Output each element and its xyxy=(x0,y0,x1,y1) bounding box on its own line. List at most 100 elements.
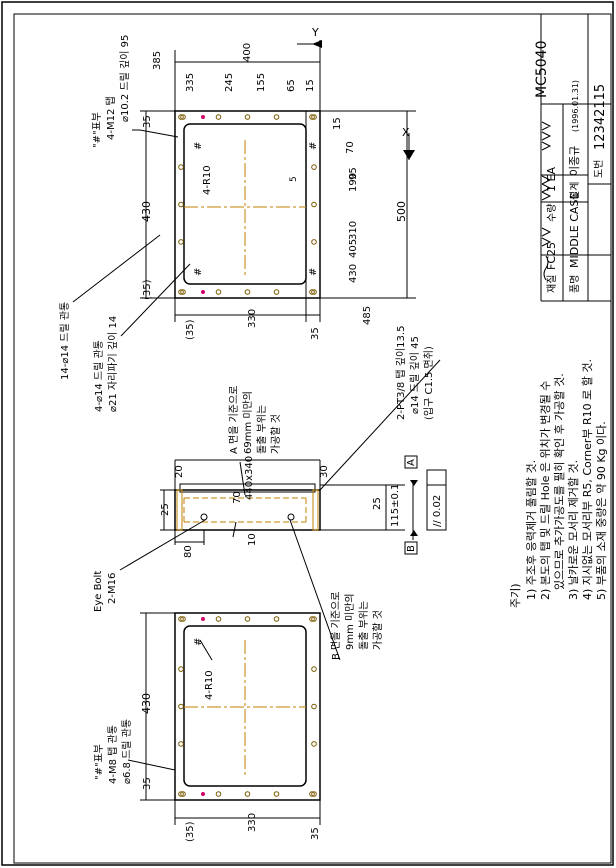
y-axis-arrow xyxy=(312,40,322,48)
dim-65: 65 xyxy=(286,79,297,92)
face-b-4: 가공할 것 xyxy=(372,610,384,650)
hole-icon xyxy=(311,791,317,797)
pt-tap-2: ⌀14 드릴 깊이 45 xyxy=(408,336,421,414)
note-4: 4) 지시없는 모서리부 R5, Corner부 R10 로 할 것. xyxy=(581,359,594,600)
bottom-dim-35: 35 xyxy=(142,777,153,790)
axis-x-label: X xyxy=(402,126,410,139)
bottom-dim-35c: 35 xyxy=(310,827,321,840)
top-view: Y X 400 385 335 245 155 65 15 500 15 70 … xyxy=(58,26,416,412)
note-2: 2) 본도의 탭 및 드릴 Hole 은 위치가 변경될 수 xyxy=(538,381,552,600)
title-block: 재질 FC25 수량 1 EA 품명 MIDDLE CASE 설계 이종규 (1… xyxy=(534,14,611,302)
dim-bottom-35a: (35) xyxy=(185,319,196,340)
dim-385: 385 xyxy=(152,51,163,70)
dim-r15: 15 xyxy=(332,117,343,130)
hole-icon xyxy=(273,114,280,120)
hole-icon xyxy=(178,289,184,295)
hole-icon xyxy=(178,114,184,120)
face-b-3: 돌출 부위는 xyxy=(357,601,370,650)
model-value: MC5040 xyxy=(534,41,550,98)
dim-25a: 25 xyxy=(160,503,171,516)
top-hash-3: # xyxy=(308,142,319,150)
hole-icon xyxy=(311,666,317,672)
dim-245: 245 xyxy=(224,73,235,92)
axis-y-label: Y xyxy=(311,26,319,39)
hole-icon xyxy=(244,791,251,797)
hole-icon xyxy=(311,201,317,208)
bottom-note-2: 4-M8 탭 관통 xyxy=(107,725,119,784)
marker-icon xyxy=(201,115,205,119)
note-tap-m12: 4-M12 탭 xyxy=(105,96,117,140)
dim-80: 80 xyxy=(183,545,194,558)
inner-border xyxy=(13,13,612,864)
datum-b-box xyxy=(404,541,418,555)
hole-icon xyxy=(215,289,222,295)
material-label: 재질 xyxy=(546,275,558,293)
dim-155: 155 xyxy=(256,73,267,92)
datum-a: A xyxy=(406,459,417,466)
top-view-flange xyxy=(305,110,321,299)
top-hash-2: # xyxy=(193,268,204,276)
pt-tap-1: 2-PT3/8 탭 깊이13.5 xyxy=(395,326,407,420)
top-hash-1: # xyxy=(193,142,204,150)
hole-icon xyxy=(311,616,317,622)
top-hole-pattern xyxy=(178,114,317,295)
dim-20: 20 xyxy=(174,465,185,478)
note-1: 1) 주조후 응력제거 풀림할 것. xyxy=(525,460,538,600)
hole-icon xyxy=(215,616,222,622)
hole-icon xyxy=(178,239,184,245)
datum-a-box xyxy=(404,455,418,469)
hole-icon xyxy=(244,616,251,622)
face-a-3: 돌출 부위는 xyxy=(255,405,268,454)
name-value: MIDDLE CASE xyxy=(568,193,581,268)
hole-icon xyxy=(309,791,315,797)
eye-bolt-hole xyxy=(200,513,208,521)
hole-icon xyxy=(311,289,317,295)
bottom-dim-35b: (35) xyxy=(185,821,196,842)
pt-tap-3: (입구 C1.5 면취) xyxy=(422,346,435,420)
dim-r310: 310 xyxy=(348,221,359,240)
dim-335: 335 xyxy=(185,73,196,92)
dim-440x340: 440x340 xyxy=(244,456,255,500)
dim-r405: 405 xyxy=(348,239,359,258)
marker-icon xyxy=(201,290,205,294)
datum-b: B xyxy=(406,545,417,552)
side-view-outline xyxy=(174,489,321,531)
hole-icon xyxy=(311,114,317,120)
drawing-no-label: 도번 xyxy=(593,160,605,178)
hole-icon xyxy=(244,114,251,120)
hole-icon xyxy=(273,616,280,622)
hole-icon xyxy=(309,289,315,295)
qty-label: 수량 xyxy=(546,204,558,222)
hole-icon xyxy=(178,616,184,622)
hole-icon xyxy=(311,741,317,747)
x-axis-arrow xyxy=(403,150,415,160)
bottom-r10: 4-R10 xyxy=(204,670,215,700)
qty-value: 1 EA xyxy=(545,167,558,192)
bottom-view-inner xyxy=(183,625,307,787)
dim-10: 10 xyxy=(247,533,258,546)
name-label: 품명 xyxy=(569,275,581,293)
hole-icon xyxy=(311,239,317,245)
dim-r190: 190 xyxy=(348,173,359,192)
notes-heading: 주기) xyxy=(509,583,522,608)
marker-icon xyxy=(201,792,205,796)
hole-icon xyxy=(309,616,315,622)
hole-icon xyxy=(178,791,184,797)
dim-left-35: 35 xyxy=(142,115,153,128)
design-label: 설계 xyxy=(569,182,581,200)
face-b-1: B 면을 기준으로 xyxy=(330,592,342,660)
hole-icon xyxy=(311,164,317,170)
dim-bottom-35b: 35 xyxy=(310,327,321,340)
bottom-view-outline xyxy=(174,612,321,801)
hole-icon xyxy=(309,114,315,120)
note-3: 3) 날카로운 모서리 제거할 것. xyxy=(567,460,580,600)
top-hash-4: # xyxy=(308,268,319,276)
dim-15: 15 xyxy=(305,79,316,92)
note-2b: 있으므로 추가가공도를 필히 확인 후 가공할 것. xyxy=(552,373,566,590)
hole-icon xyxy=(180,616,186,622)
face-a-4: 가공할 것 xyxy=(270,414,282,454)
hole-icon xyxy=(180,791,186,797)
dim-30: 30 xyxy=(319,465,330,478)
